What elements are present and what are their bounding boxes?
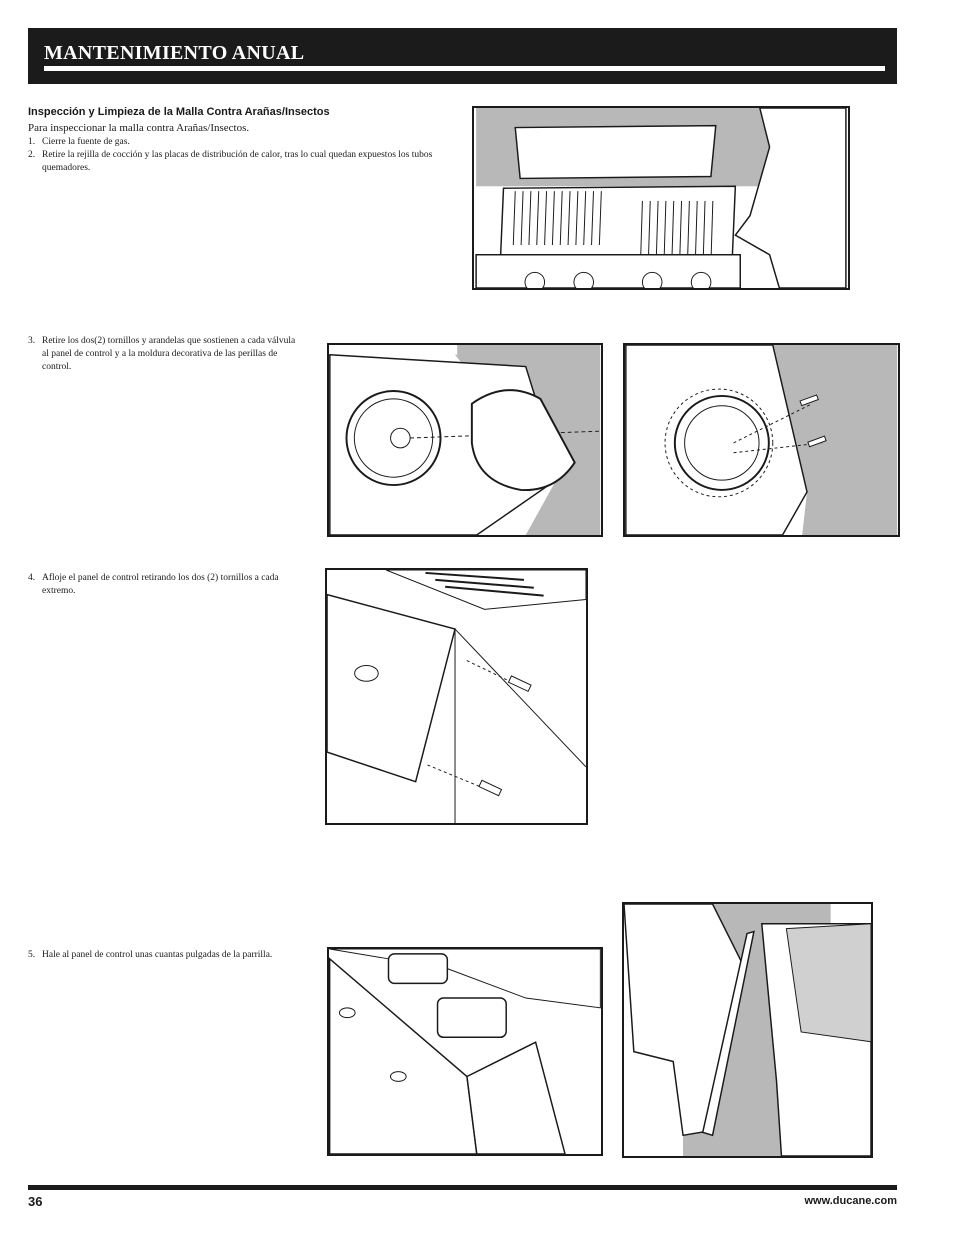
step-text: Cierre la fuente de gas. <box>42 137 130 147</box>
grill-illustration <box>475 108 847 288</box>
valve-knob-illustration <box>329 345 601 535</box>
figure-panel-pulled <box>327 947 603 1156</box>
step-text: Hale al panel de control unas cuantas pu… <box>42 950 273 960</box>
footer-rule <box>28 1185 897 1190</box>
step-number: 4. <box>28 573 36 583</box>
figure-valve-knob <box>327 343 603 537</box>
page-title: MANTENIMIENTO ANUAL <box>44 42 305 64</box>
section-title: Inspección y Limpieza de la Malla Contra… <box>28 106 330 118</box>
figure-control-panel-screws <box>325 568 588 825</box>
step-3: 3. Retire los dos(2) tornillos y arandel… <box>28 335 300 374</box>
step-number: 1. <box>28 137 36 147</box>
control-panel-illustration <box>327 570 586 823</box>
panel-pulled-illustration <box>329 949 601 1154</box>
step-number: 5. <box>28 950 36 960</box>
website-link[interactable]: www.ducane.com <box>804 1195 897 1207</box>
step-2: 2. Retire la rejilla de cocción y las pl… <box>28 149 448 175</box>
step-text: Retire los dos(2) tornillos y arandelas … <box>42 336 296 372</box>
step-number: 2. <box>28 150 36 160</box>
panel-removed-illustration <box>624 904 871 1156</box>
step-text: Retire la rejilla de cocción y las placa… <box>42 150 433 173</box>
section-intro: Para inspeccionar la malla contra Arañas… <box>28 122 250 134</box>
valve-screws-illustration <box>625 345 898 535</box>
header-rule <box>44 66 885 71</box>
step-text: Afloje el panel de control retirando los… <box>42 573 279 596</box>
step-5: 5. Hale al panel de control unas cuantas… <box>28 949 308 962</box>
page-number: 36 <box>28 1194 43 1209</box>
page-header: MANTENIMIENTO ANUAL <box>28 28 897 84</box>
step-4: 4. Afloje el panel de control retirando … <box>28 572 283 598</box>
figure-valve-screws <box>623 343 900 537</box>
figure-panel-removed <box>622 902 873 1158</box>
figure-grill-open <box>472 106 850 290</box>
step-number: 3. <box>28 336 36 346</box>
step-1: 1. Cierre la fuente de gas. <box>28 136 448 149</box>
